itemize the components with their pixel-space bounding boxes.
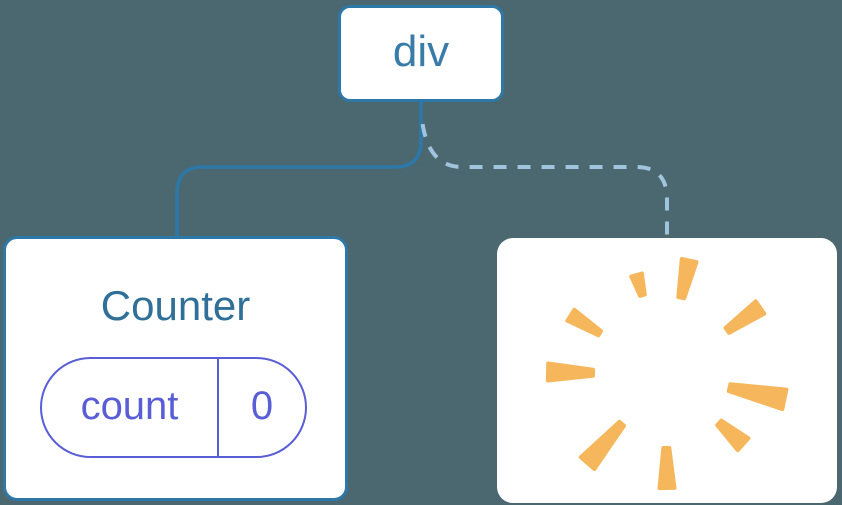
removed-component-node	[497, 238, 837, 503]
poof-spark	[715, 418, 751, 453]
counter-component-node: Counter count 0	[3, 236, 348, 501]
tree-edge-solid	[175, 100, 423, 238]
poof-spark	[726, 382, 789, 412]
state-key-label: count	[80, 383, 179, 428]
poof-spark	[723, 299, 767, 335]
poof-burst-icon	[545, 257, 789, 491]
poof-spark	[545, 361, 596, 383]
component-title: Counter	[100, 282, 251, 329]
state-pill: count 0	[40, 357, 307, 458]
state-value: 0	[250, 383, 274, 428]
root-node-label: div	[392, 26, 450, 76]
state-value-cell: 0	[219, 359, 305, 456]
poof-spark	[629, 271, 647, 298]
tree-edge-dashed	[420, 119, 669, 238]
state-key-cell: count	[42, 359, 219, 456]
root-node-div: div	[338, 5, 504, 102]
poof-spark	[657, 445, 677, 491]
poof-spark	[676, 257, 699, 301]
poof-spark	[565, 307, 603, 338]
poof-spark	[578, 419, 626, 471]
